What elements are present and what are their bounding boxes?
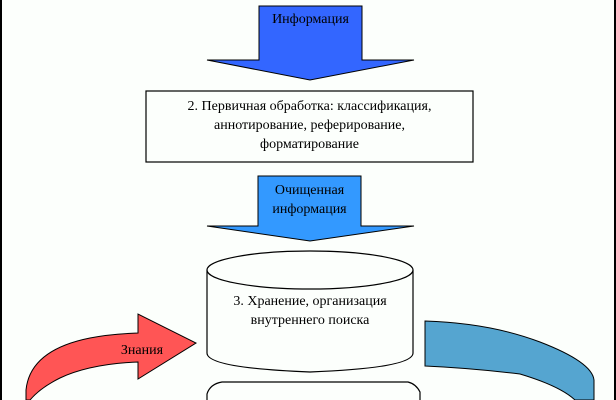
arrow-cleaned-information-label: Очищенная информация [258,181,361,219]
bottom-box [206,381,421,400]
process-box [145,90,474,163]
arrow-cleaned-information [206,175,415,242]
process-box-line: форматирование [260,137,359,152]
arrow-information [206,5,415,81]
storage-line: 3. Хранение, организация [233,294,387,309]
arrow-knowledge [25,313,198,400]
arrow-cleaned-line: Очищенная [274,183,345,198]
process-box-line: аннотирование, реферирование, [214,118,405,133]
process-box-line: 2. Первичная обработка: классификация, [187,99,432,114]
storage-line: внутреннего поиска [250,313,370,328]
storage-cylinder-text: 3. Хранение, организация внутреннего пои… [207,292,413,330]
arrow-knowledge-label: Знания [120,343,164,358]
arrow-information-label: Информация [272,12,349,27]
arrow-feedback-right [424,320,595,400]
storage-cylinder [206,250,414,373]
process-box-text: 2. Первичная обработка: классификация, а… [146,97,473,154]
arrow-cleaned-line: информация [272,202,347,217]
